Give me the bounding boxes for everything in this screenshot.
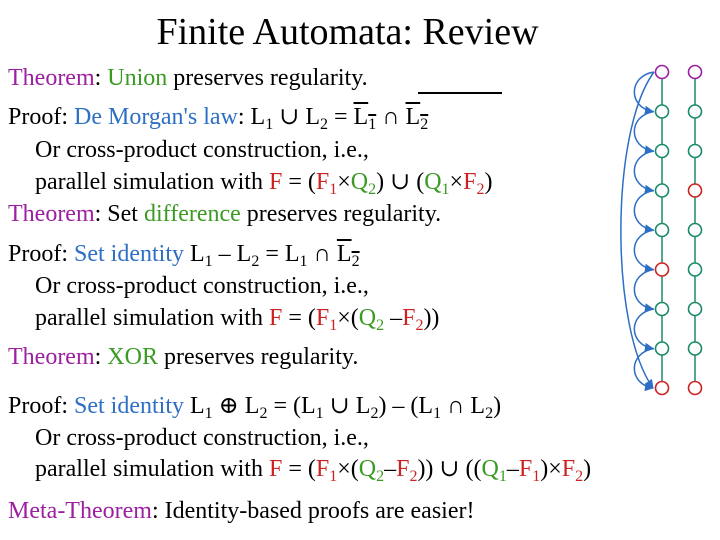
cross-product-line: Or cross-product construction, i.e., <box>35 137 369 163</box>
theorem-difference: Theorem: Set difference preserves regula… <box>8 200 441 228</box>
proof-method: De Morgan's law <box>74 104 238 130</box>
intersection-symbol: ∩ <box>376 104 406 130</box>
automaton-diagram <box>620 64 703 396</box>
state-node <box>654 341 670 356</box>
accept-state-node <box>687 64 703 80</box>
state-node <box>654 301 670 317</box>
proof-demorgan: Proof: De Morgan's law: L1 ∪ L2 = L1 ∩ L… <box>8 103 429 133</box>
symbol-F: F <box>268 169 283 195</box>
theorem-label: Theorem <box>8 344 95 370</box>
theorem-rest: preserves regularity. <box>240 201 442 227</box>
theorem-colon: : <box>94 65 108 91</box>
union-symbol: ∪ <box>273 104 306 130</box>
complement-L2: L2 <box>405 104 429 133</box>
transition-arrow <box>620 71 655 389</box>
paren: ) <box>493 393 502 419</box>
transition-arrow <box>633 308 655 352</box>
state-node <box>687 104 703 119</box>
transition-arrow <box>633 71 655 115</box>
paren: ) <box>583 456 592 482</box>
theorem-rest: preserves regularity. <box>157 344 359 370</box>
state-node <box>654 104 670 119</box>
accept-state-node <box>687 380 703 396</box>
meta-theorem: Meta-Theorem: Identity-based proofs are … <box>8 497 474 525</box>
transition-arrow <box>633 110 655 155</box>
parallel-simulation-line: parallel simulation with F = (F1×Q2) ∪ (… <box>35 169 493 198</box>
state-node <box>687 262 703 277</box>
accept-state-node <box>654 262 670 277</box>
theorem-xor: Theorem: XOR preserves regularity. <box>8 343 358 371</box>
accept-state-node <box>654 64 670 80</box>
theorem-union: Theorem: Union preserves regularity. <box>8 64 368 92</box>
equals: = <box>327 104 354 130</box>
union-symbol: ∪ (( <box>433 456 482 482</box>
transition-arrow <box>633 268 655 313</box>
minus: – <box>384 305 403 331</box>
symbol-L: L <box>353 104 369 130</box>
subscript: 1 <box>265 116 274 133</box>
theorem-key-xor: XOR <box>107 344 158 370</box>
state-node <box>687 301 703 317</box>
equals: = ( <box>267 393 301 419</box>
cross-product-line: Or cross-product construction, i.e., <box>35 425 369 451</box>
minus: – <box>212 241 237 267</box>
proof-label: Proof: <box>8 393 74 419</box>
parallel-text: parallel simulation with <box>35 305 269 331</box>
theorem-colon: : <box>94 344 108 370</box>
complement-bar <box>418 92 502 94</box>
transition-arrow <box>633 189 655 234</box>
parallel-simulation-line: parallel simulation with F = (F1×(Q2–F2)… <box>35 456 592 485</box>
proof-method: Set identity <box>74 393 184 419</box>
complement-L1: L1 <box>353 104 377 133</box>
parallel-text: parallel simulation with <box>35 169 269 195</box>
state-node <box>654 143 670 159</box>
theorem-key-difference: difference <box>143 201 241 227</box>
theorem-rest: preserves regularity. <box>167 65 368 91</box>
symbol-L: L <box>405 104 421 130</box>
state-node <box>654 222 670 238</box>
transition-arrow <box>633 229 655 273</box>
parallel-simulation-line: parallel simulation with F = (F1×(Q2 –F2… <box>35 305 440 334</box>
paren: )) <box>417 456 434 482</box>
proof-method: Set identity <box>74 241 184 267</box>
state-node <box>687 222 703 238</box>
transition-arrow <box>633 150 655 194</box>
symbol-L: L <box>305 104 320 130</box>
state-node <box>687 341 703 356</box>
minus: ) – ( <box>378 393 419 419</box>
proof-label: Proof: <box>8 241 74 267</box>
proof-colon: : <box>237 104 251 130</box>
parallel-text: parallel simulation with <box>35 456 269 482</box>
accept-state-node <box>687 183 703 198</box>
meta-theorem-label: Meta-Theorem <box>8 498 152 524</box>
proof-set-identity-difference: Proof: Set identity L1 – L2 = L1 ∩ L2 <box>8 241 360 270</box>
theorem-key-union: Union <box>107 65 168 91</box>
xor-symbol: ⊕ <box>212 393 245 419</box>
state-node <box>687 143 703 159</box>
accept-state-node <box>654 380 670 396</box>
cross-product-line: Or cross-product construction, i.e., <box>35 273 369 299</box>
meta-theorem-rest: : Identity-based proofs are easier! <box>151 498 475 524</box>
equals: = ( <box>282 169 316 195</box>
theorem-label: Theorem <box>8 65 95 91</box>
theorem-colon: : Set <box>94 201 144 227</box>
subscript: 1 <box>368 116 377 133</box>
state-node <box>654 183 670 198</box>
page-title: Finite Automata: Review <box>156 11 539 53</box>
subscript: 2 <box>420 116 429 133</box>
proof-set-identity-xor: Proof: Set identity L1 ⊕ L2 = (L1 ∪ L2) … <box>8 393 502 422</box>
symbol-L: L <box>250 104 266 130</box>
subscript: 2 <box>319 116 328 133</box>
theorem-label: Theorem <box>8 201 95 227</box>
proof-label: Proof: <box>8 104 74 130</box>
